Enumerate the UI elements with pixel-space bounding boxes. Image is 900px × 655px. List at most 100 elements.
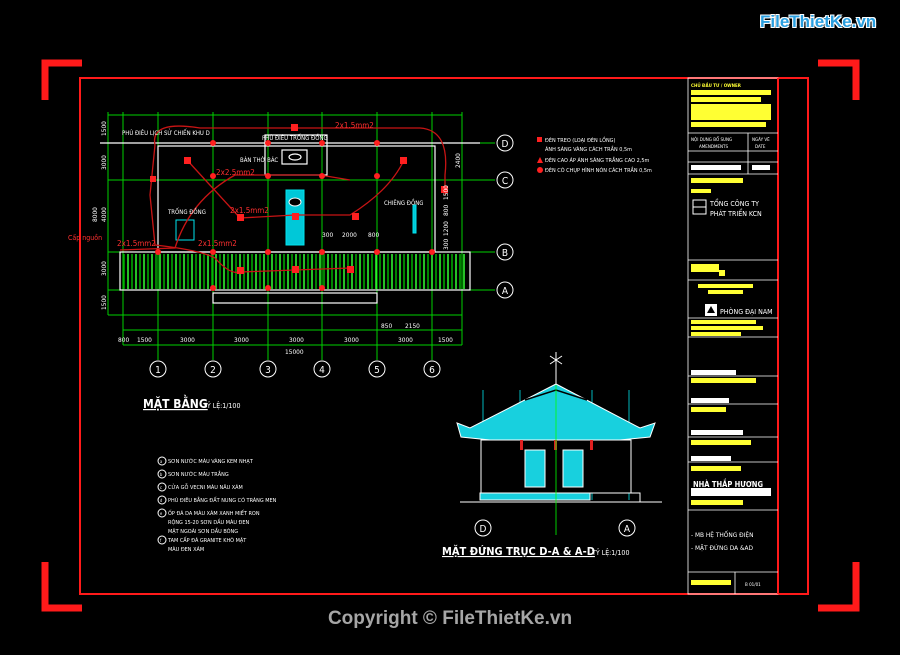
sheet-border [79, 77, 809, 595]
legend-item: ĐÈN CÓ CHỤP HÌNH NÓN CÁCH TRẦN 0,5m [545, 166, 652, 174]
corner-brackets [41, 59, 860, 612]
label-gong: CHIÊNG ĐỒNG [384, 198, 423, 207]
dim-total: 15000 [285, 348, 304, 356]
dim: 1500 [438, 336, 453, 344]
dim: 300 [442, 239, 450, 250]
wire-label: 2x1.5mm2 [335, 121, 374, 130]
label-relief-history: PHÙ ĐIÊU LỊCH SỬ CHIẾN KHU D [122, 129, 210, 137]
label-power-source: Cấp nguồn [68, 234, 102, 242]
company-name: PHÁT TRIỂN KCN [710, 208, 762, 218]
dim: 3000 [180, 336, 195, 344]
dim: 2150 [405, 322, 420, 330]
note: ỐP ĐÁ DA MÀU XÁM XANH MIẾT RON [168, 509, 260, 517]
light-fixtures [150, 124, 448, 291]
gong-stand [412, 204, 417, 234]
dim: 3000 [100, 155, 108, 170]
date-label: NGÀY VẼ [752, 136, 770, 143]
company-name: TỔNG CÔNG TY [709, 198, 759, 208]
lighting-legend: ĐÈN TREO (LOẠI ĐÈN LỒNG) ÁNH SÁNG VÀNG C… [537, 135, 652, 174]
axis-label: 3 [265, 365, 271, 376]
amend-label-en: AMENDMENTS [699, 144, 729, 150]
legend-item: ĐÈN TREO (LOẠI ĐÈN LỒNG) [545, 135, 615, 144]
project-name: NHÀ THẮP HƯƠNG [693, 479, 763, 489]
axis-label: 1 [155, 365, 161, 376]
site-logo: FileThietKe.vn [760, 12, 877, 31]
svg-text:c: c [160, 485, 162, 490]
high-pressure-lamp-icon [537, 157, 543, 163]
owner-label: CHỦ ĐẦU TƯ / OWNER [691, 80, 742, 89]
note: CỬA GỖ VECNI MÀU NÂU XÁM [168, 483, 243, 491]
dim: 1500 [100, 121, 108, 136]
note: PHÙ ĐIÊU BẰNG ĐẤT NUNG CÓ TRÁNG MEN [168, 496, 277, 504]
dim: 850 [381, 322, 392, 330]
axis-label: 5 [374, 365, 380, 376]
dim: 8000 [91, 207, 99, 222]
drawing-name: - MB HỆ THỐNG ĐIỆN [691, 529, 754, 539]
note: MẶT NGOÀI SƠN DẦU BÓNG [168, 527, 238, 535]
copyright-watermark: Copyright © FileThietKe.vn [327, 608, 573, 629]
elevation-scale: TỶ LỆ:1/100 [591, 548, 629, 557]
dim: 1500 [100, 295, 108, 310]
note: RỘNG 15-20 SƠN DẦU MÀU ĐEN [168, 518, 250, 526]
note: TAM CẤP ĐÁ GRANITE KHÒ MẶT [167, 536, 247, 544]
axis-label: 2 [210, 365, 216, 376]
dim: 1500 [442, 185, 450, 200]
dim: 3000 [344, 336, 359, 344]
axis-label: A [502, 286, 509, 297]
dim: 3000 [234, 336, 249, 344]
dim: 1500 [137, 336, 152, 344]
axis-label: C [502, 176, 508, 187]
elevation-title: MẶT ĐỨNG TRỤC D-A & A-D [442, 544, 595, 558]
department-name: PHÒNG ĐẠI NAM [720, 307, 773, 316]
plan-title: MẶT BẰNG [143, 395, 208, 411]
label-relief-drum: PHÙ ĐIÊU TRỐNG ĐỒNG [262, 133, 328, 142]
svg-text:e: e [160, 511, 163, 516]
legend-item: ĐÈN CAO ÁP ÁNH SÁNG TRẮNG CAO 2,5m [545, 156, 650, 164]
dim: 800 [368, 231, 379, 239]
axis-label: 4 [319, 365, 325, 376]
label-altar: BÀN THỜ BÁC [240, 157, 278, 164]
elevation-drawing: D A [456, 352, 662, 537]
material-notes: a SƠN NƯỚC MÀU VÀNG KEM NHẠT b SƠN NƯỚC MÀ… [157, 456, 277, 553]
drum-stand [175, 219, 195, 241]
note: SƠN NƯỚC MÀU VÀNG KEM NHẠT [168, 458, 254, 465]
dim: 1200 [442, 221, 450, 236]
axis-bubbles-y [496, 134, 514, 299]
svg-text:b: b [160, 472, 163, 477]
dim: 3000 [289, 336, 304, 344]
svg-text:d: d [160, 498, 162, 503]
wire-label: 2x1.5mm2 [117, 239, 156, 248]
porch-hatching [123, 254, 465, 289]
dim: 800 [442, 205, 450, 216]
dim: 3000 [100, 261, 108, 276]
company-logo-icon [692, 199, 707, 208]
hanging-lamp-icon [537, 137, 542, 142]
plan-scale: TỶ LỆ:1/100 [202, 401, 240, 410]
dim: 2000 [342, 231, 357, 239]
sheet-number: B 01/01 [745, 582, 761, 588]
note: MÀU ĐEN XÁM [168, 546, 204, 553]
svg-text:f: f [160, 538, 162, 543]
axis-label: A [624, 524, 631, 535]
amend-label: NỘI DUNG BỔ SUNG [691, 135, 732, 143]
dim: 4000 [100, 207, 108, 222]
dim: 2400 [454, 153, 462, 168]
dept-logo-icon [705, 304, 717, 316]
axis-label: D [480, 524, 487, 535]
svg-text:a: a [160, 459, 162, 464]
door-right [562, 449, 584, 488]
wire-label: 2x1.5mm2 [230, 206, 269, 215]
wire-label: 2x2.5mm2 [216, 168, 255, 177]
axis-label: D [502, 139, 509, 150]
cone-lamp-icon [537, 167, 543, 173]
dim: 300 [322, 231, 333, 239]
axis-label: B [502, 248, 508, 259]
wire-label: 2x1.5mm2 [198, 239, 237, 248]
door-left [524, 449, 546, 488]
dim: 800 [118, 336, 129, 344]
plinth [479, 492, 591, 501]
note: SƠN NƯỚC MÀU TRẮNG [168, 470, 229, 478]
axis-label: 6 [429, 365, 435, 376]
legend-item: ÁNH SÁNG VÀNG CÁCH TRẦN 0,5m [545, 145, 632, 153]
title-block [687, 77, 779, 595]
